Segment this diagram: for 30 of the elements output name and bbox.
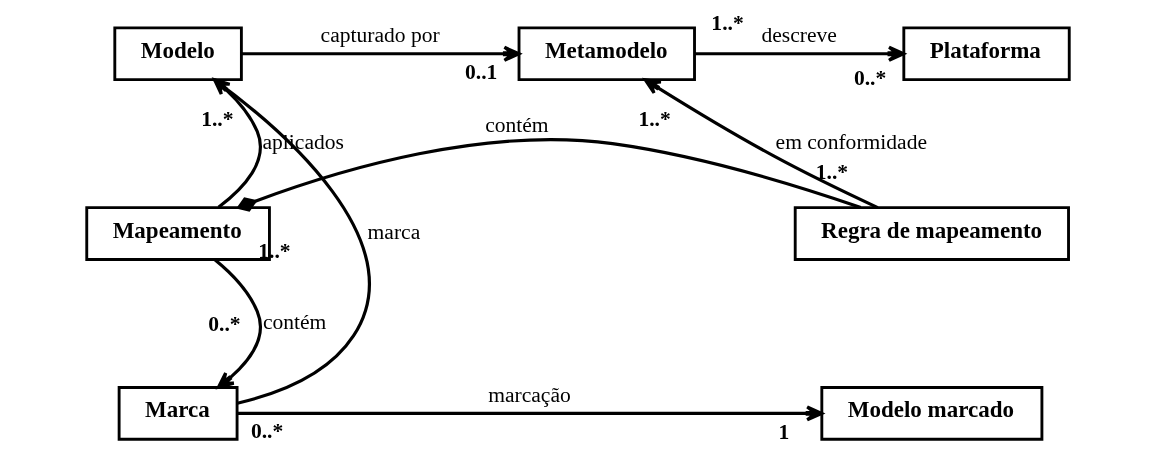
edge-label: contém [484,113,549,138]
node-box: Modelo [112,26,243,82]
label: 0..1 [464,59,497,84]
edge-label: em conformidade [775,129,927,154]
edge-label: marcação [487,382,571,407]
node-box: Marca [117,386,238,441]
node-box: Modelo marcado [819,386,1043,441]
edge-label: descreve [760,23,837,48]
label: 1..* [710,10,744,35]
label: 0..* [250,418,283,443]
label: 1..* [815,159,848,184]
label: 1..* [637,106,671,131]
node-box: Regra de mapeamento [793,206,1070,261]
edge-label: marca [367,219,420,244]
edge-label: capturado por [320,23,440,48]
arrow [241,45,520,62]
arrow [694,45,905,62]
label: 1 [778,419,789,444]
arrow [213,258,262,389]
node-box: Plataforma [901,26,1071,82]
arrow [236,405,823,422]
arrow [212,78,262,209]
arrow [643,78,878,210]
label: 0..* [207,311,241,336]
label: 0..* [853,66,886,91]
label: 1..* [200,107,233,132]
connector [212,78,371,405]
node-box: Metamodelo [517,26,696,82]
connector [235,138,861,212]
edge-label: contém [262,309,326,334]
